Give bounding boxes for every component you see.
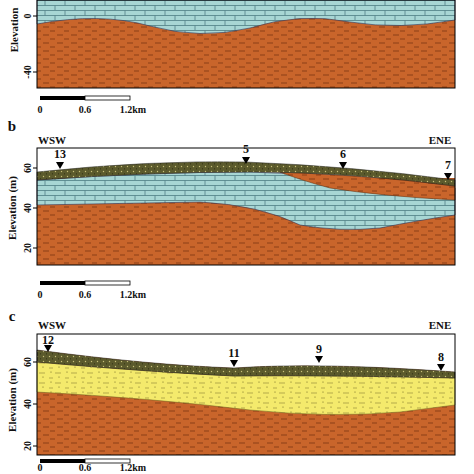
- well-number: 13: [54, 148, 66, 160]
- well-number: 5: [243, 143, 249, 155]
- direction-label: ENE: [429, 320, 452, 331]
- direction-label: WSW: [38, 135, 66, 146]
- scale-label: 1.2km: [120, 105, 146, 115]
- tick-label: 20: [23, 441, 33, 451]
- panel-letter: c: [9, 309, 16, 324]
- tick-label: -40: [23, 65, 33, 78]
- tick-label: 20: [23, 243, 33, 253]
- well-number: 9: [316, 343, 322, 355]
- axis-title: Elevation (m): [7, 368, 18, 432]
- well-number: 7: [445, 159, 451, 171]
- scale-label: 0: [38, 463, 43, 473]
- direction-label: ENE: [429, 135, 452, 146]
- well-number: 8: [438, 351, 444, 363]
- scale-label: 0: [38, 290, 43, 300]
- direction-label: WSW: [38, 320, 66, 331]
- well-number: 6: [340, 148, 346, 160]
- well-number: 11: [228, 347, 239, 359]
- tick-label: 40: [23, 399, 33, 409]
- well-number: 12: [42, 334, 54, 346]
- scale-label: 1.2km: [120, 290, 146, 300]
- tick-label: 60: [23, 163, 33, 173]
- scale-label: 0: [38, 105, 43, 115]
- axis-title: Elevation (m): [7, 176, 18, 240]
- tick-label: 60: [23, 357, 33, 367]
- scale-label: 0.6: [79, 290, 92, 300]
- scale-label: 0.6: [79, 463, 92, 473]
- tick-label: 40: [23, 203, 33, 213]
- axis-title: Elevation: [9, 8, 20, 53]
- scale-label: 0.6: [79, 105, 92, 115]
- tick-label: 0: [23, 14, 33, 19]
- panel-letter: b: [8, 119, 16, 134]
- scale-label: 1.2km: [120, 463, 146, 473]
